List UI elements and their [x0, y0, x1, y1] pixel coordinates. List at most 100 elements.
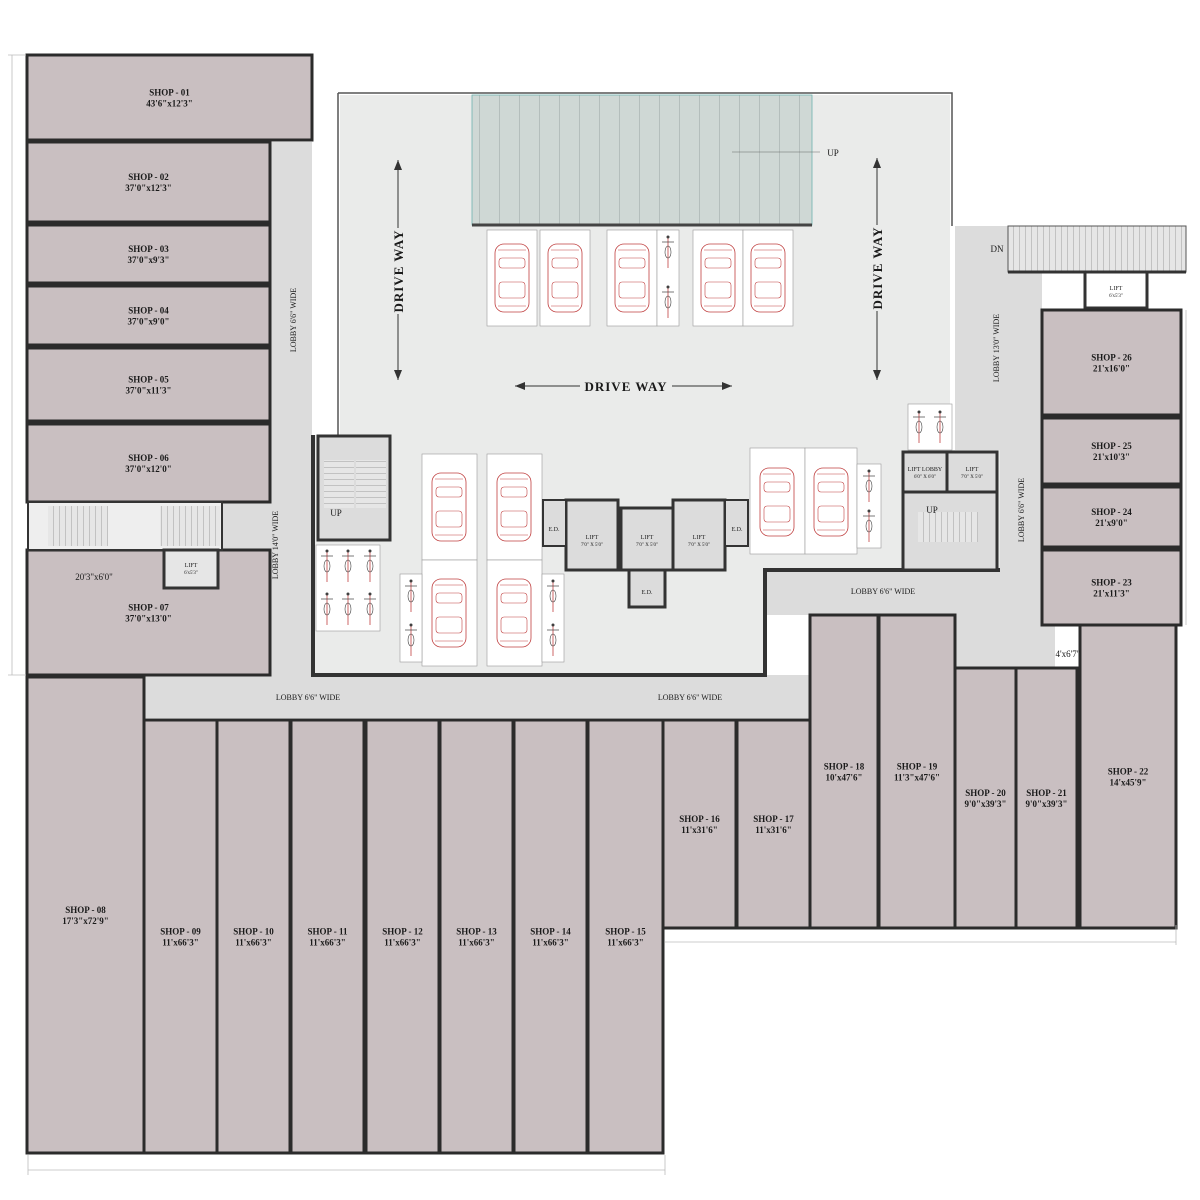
shop-area — [1078, 623, 1178, 930]
lift-left-small — [162, 548, 220, 590]
shop-size: 37'0"x9'3" — [128, 255, 170, 265]
shop-name: SHOP - 20 — [965, 788, 1006, 798]
ed-1-label: E.D. — [549, 527, 560, 533]
shop-name: SHOP - 01 — [149, 88, 190, 98]
shop-name: SHOP - 24 — [1091, 507, 1132, 517]
right-lobby-area-2 — [955, 615, 1055, 668]
shop-name: SHOP - 10 — [233, 927, 274, 937]
shop-area — [25, 548, 272, 677]
shop-name: SHOP - 07 — [128, 603, 169, 613]
shop-21: SHOP - 219'0"x39'3" — [1014, 666, 1079, 930]
shop-size: 14'x45'9" — [1110, 778, 1147, 788]
shop-area — [25, 675, 146, 1155]
lift-top-right — [1083, 270, 1149, 310]
left-lobby-vertical-area — [270, 142, 312, 677]
shop-size: 10'x47'6" — [826, 773, 863, 783]
shop-area — [808, 613, 880, 930]
shop-size: 37'0"x11'3" — [126, 386, 172, 396]
shop-name: SHOP - 13 — [456, 927, 497, 937]
ramp — [471, 94, 813, 226]
shop-area — [142, 718, 219, 1155]
shop-name: SHOP - 04 — [128, 306, 169, 316]
shop-size: 17'3"x72'9" — [62, 916, 109, 926]
shop-size: 11'x66'3" — [532, 938, 569, 948]
ramp-up-label: UP — [827, 148, 839, 158]
shop-name: SHOP - 15 — [605, 927, 646, 937]
parking-wall — [311, 435, 1000, 677]
dim-20-6-label: 20'3"x6'0" — [75, 572, 113, 582]
shop-area — [953, 666, 1018, 930]
shop-area — [25, 346, 272, 423]
shop-name: SHOP - 02 — [128, 172, 169, 182]
dim-4-6-label: 4'x6'7" — [1056, 649, 1081, 659]
shop-area — [438, 718, 515, 1155]
shop-size: 37'0"x9'0" — [128, 317, 170, 327]
shop-name: SHOP - 06 — [128, 453, 169, 463]
shop-area — [25, 140, 272, 224]
shop-size: 37'0"x13'0" — [125, 614, 172, 624]
lift-2-size: 7'0" X 5'0" — [636, 543, 658, 548]
lift-right-title: LIFT — [966, 467, 979, 473]
shop-area — [1014, 666, 1079, 930]
lobby-right-upper-label: LOBBY 13'0" WIDE — [992, 314, 1001, 382]
shop-size: 11'x31'6" — [755, 825, 792, 835]
shop-area — [877, 613, 957, 930]
parking-stalls-right — [749, 403, 953, 555]
lift-lobby-label: LIFT LOBBY — [908, 467, 943, 473]
shop-size: 11'x66'3" — [309, 938, 346, 948]
shop-20: SHOP - 209'0"x39'3" — [953, 666, 1018, 930]
shop-name: SHOP - 25 — [1091, 441, 1132, 451]
shop-name: SHOP - 05 — [128, 375, 169, 385]
shop-name: SHOP - 18 — [824, 762, 865, 772]
shop-name: SHOP - 26 — [1091, 353, 1132, 363]
shop-size: 9'0"x39'3" — [1026, 799, 1068, 809]
shop-size: 11'x66'3" — [162, 938, 199, 948]
lobby-left-lower-label: LOBBY 14'0" WIDE — [271, 511, 280, 579]
shop-name: SHOP - 12 — [382, 927, 423, 937]
shop-area — [25, 53, 314, 142]
ed-3-label: E.D. — [642, 590, 653, 596]
lift-1-title: LIFT — [586, 535, 599, 541]
shop-size: 21'x11'3" — [1093, 589, 1130, 599]
drive-way-right: DRIVE WAY — [867, 158, 887, 380]
drive-way-top-label: DRIVE WAY — [584, 379, 667, 394]
shop-area — [661, 718, 738, 930]
shop-area — [1040, 308, 1183, 417]
shop-size: 9'0"x39'3" — [965, 799, 1007, 809]
core-lifts — [542, 498, 749, 609]
lift-top-right-title: LIFT — [1110, 286, 1123, 292]
shop-name: SHOP - 16 — [679, 814, 720, 824]
stair-top-right — [1007, 225, 1187, 273]
shop-size: 37'0"x12'0" — [125, 464, 172, 474]
shop-area — [1040, 485, 1183, 549]
shop-size: 11'x31'6" — [681, 825, 718, 835]
shop-size: 11'x66'3" — [607, 938, 644, 948]
shop-area — [512, 718, 589, 1155]
shop-size: 43'6"x12'3" — [146, 99, 193, 109]
shop-name: SHOP - 09 — [160, 927, 201, 937]
lift-3-size: 7'0" X 5'0" — [688, 543, 710, 548]
shop-area — [215, 718, 292, 1155]
shop-name: SHOP - 21 — [1026, 788, 1067, 798]
dimension-guides — [8, 54, 1187, 1175]
shop-size: 11'x66'3" — [235, 938, 272, 948]
shop-name: SHOP - 03 — [128, 244, 169, 254]
